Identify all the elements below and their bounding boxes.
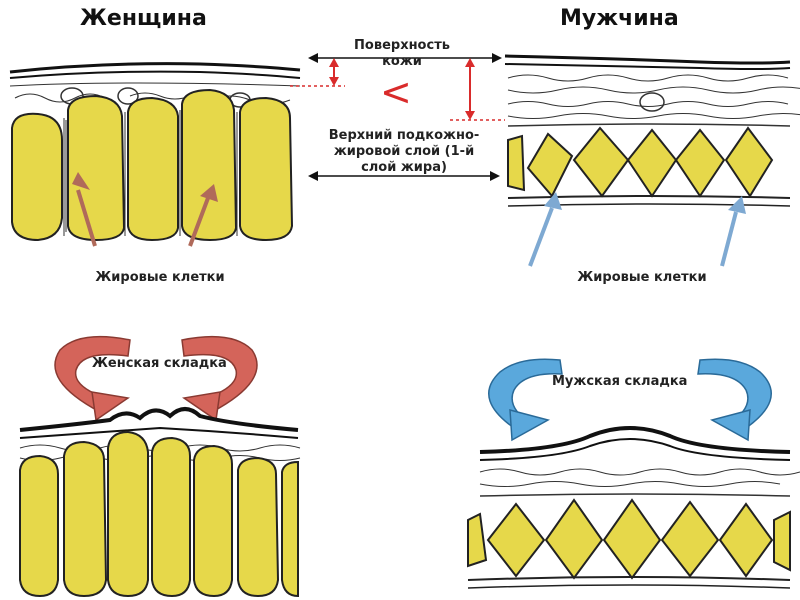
male-fat-pointer-2 [720, 211, 738, 267]
female-fold-arrow-left [54, 335, 131, 413]
female-skin-surface-line [9, 62, 301, 74]
male-skin-surface-line [504, 54, 791, 65]
female-title: Женщина [80, 6, 207, 31]
male-fold-arrow-right [697, 358, 772, 433]
male-fold-section [467, 358, 800, 589]
less-than-symbol: < [380, 70, 412, 114]
male-fold-fat-cells [467, 498, 791, 580]
female-fold-fat-cells [19, 430, 299, 598]
male-fat-pointer-1 [528, 207, 554, 267]
male-skin-section [504, 54, 800, 267]
female-fat-pointer-1 [76, 189, 97, 247]
male-fold-arrow-left [488, 358, 563, 433]
male-fat-cells [507, 126, 774, 198]
middle-annotations [290, 53, 505, 181]
female-fat-pointer-2 [188, 197, 210, 247]
male-fold-skin-surface [479, 426, 791, 454]
fat-cells-label-right: Жировые клетки [577, 270, 707, 285]
female-fold-section [19, 335, 301, 598]
male-fold-label: Мужская складка [552, 374, 688, 389]
female-fold-label: Женская складка [92, 356, 227, 371]
female-skin-section [9, 62, 301, 247]
skin-surface-label: Поверхность кожи [354, 38, 450, 69]
female-fat-cells [11, 88, 294, 242]
fat-cells-label-left: Жировые клетки [95, 270, 225, 285]
female-fold-skin-surface [19, 407, 299, 432]
female-fold-arrow-right [181, 335, 258, 413]
male-connective-tissue [507, 74, 800, 127]
male-title: Мужчина [560, 6, 679, 31]
fat-layer-label: Верхний подкожно-жировой слой (1-й слой … [328, 128, 480, 175]
